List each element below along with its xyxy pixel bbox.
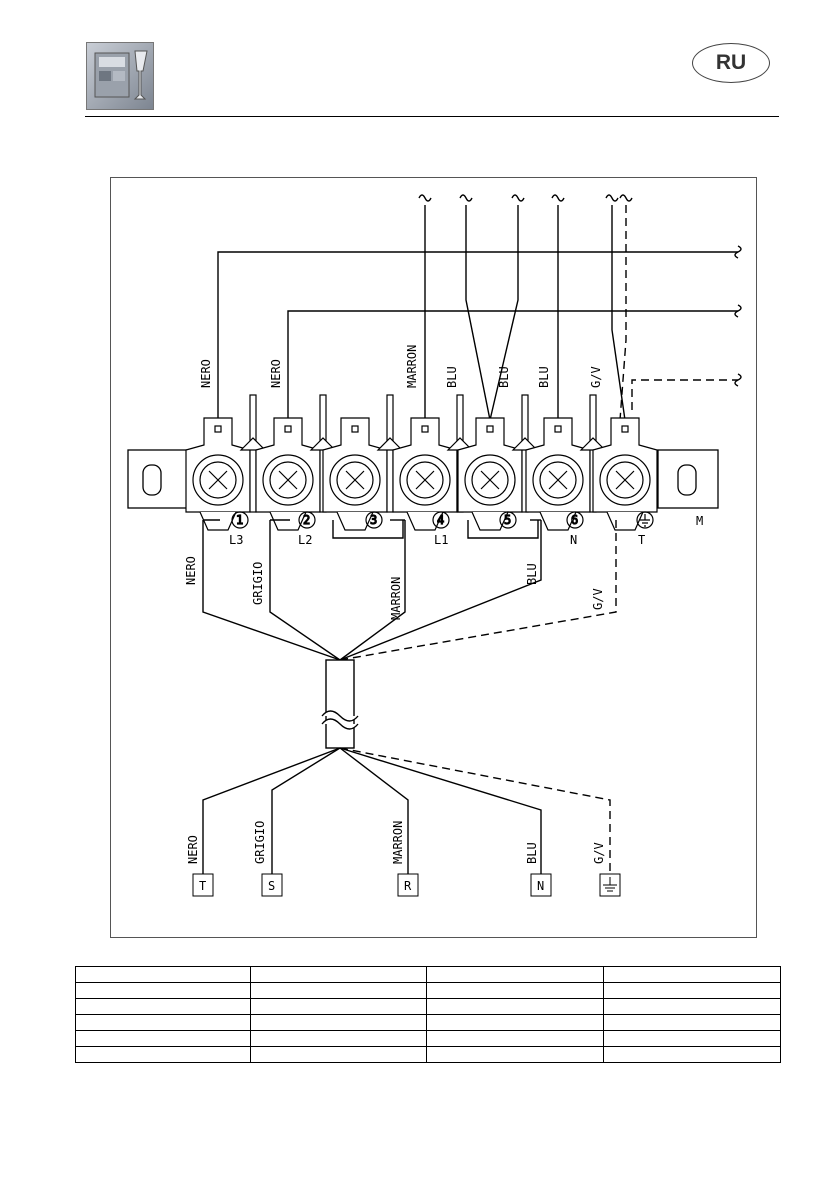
language-badge: RU [692,43,770,83]
terminal-4 [392,394,474,531]
table-cell [603,1030,781,1047]
table-cell [249,1030,428,1047]
terminal-number: 2 [303,513,310,527]
wire-gv-end [339,747,611,874]
upper-wire-label: G/V [589,366,603,388]
table-row [75,982,781,999]
wire-blu-top-a [465,205,491,421]
table-cell [426,1030,605,1047]
phase-label: N [570,533,577,547]
phase-label: L2 [298,533,312,547]
wire-nero-l2 [287,310,738,420]
ground-icon [636,511,654,529]
table-cell [426,1014,605,1031]
ground-icon [599,873,621,897]
table-cell [603,998,781,1015]
cable-end-label: G/V [592,842,606,864]
wire-blu-top-b [489,205,519,421]
terminal-5 [457,394,539,531]
table-cell [426,966,605,983]
cable-end-terminal: N [530,873,552,897]
upper-wire-label: BLU [445,366,459,388]
table-cell [603,966,781,983]
terminal-number: 6 [571,513,578,527]
lower-wire-label: MARRON [389,577,403,620]
table-cell [249,998,428,1015]
upper-wire-label: BLU [497,366,511,388]
terminal-7 [592,417,658,531]
cable-sheath [325,659,355,749]
wire-gv-lower [339,520,617,661]
wire-grigio-end [271,747,341,874]
block-label-m: M [696,514,703,528]
table-row [75,1030,781,1047]
table-cell [426,982,605,999]
table-cell [75,966,251,983]
table-cell [75,998,251,1015]
table-cell [75,982,251,999]
table-cell [249,966,428,983]
header-divider [85,116,779,117]
table-cell [426,998,605,1015]
wire-gv-top [611,205,626,421]
table-cell [249,982,428,999]
cable-end-label: GRIGIO [253,821,267,864]
table-row [75,1046,781,1063]
table-cell [426,1046,605,1063]
wire-nero-end [202,747,341,874]
table-cell [75,1046,251,1063]
wire-blu-end [339,747,542,874]
table-row [75,1014,781,1031]
table-row [75,966,781,983]
cable-end-terminal: R [397,873,419,897]
terminal-6 [525,394,607,531]
table-cell [75,1014,251,1031]
phase-label: T [638,533,645,547]
terminal-3 [322,394,404,531]
table-cell [249,1046,428,1063]
svg-text:R: R [404,879,412,893]
upper-wire-label: NERO [269,359,283,388]
wire-blu-lower [339,520,542,661]
cable-end-label: MARRON [391,821,405,864]
terminal-number: 3 [370,513,377,527]
wire-gv-top-dash [619,205,627,421]
diagram-frame [110,177,757,938]
phase-label: L3 [229,533,243,547]
phase-label: L1 [434,533,448,547]
wire-nero-lower [202,520,341,661]
table-row [75,998,781,1015]
terminal-number: 5 [504,513,511,527]
svg-text:T: T [199,879,206,893]
upper-wire-label: BLU [537,366,551,388]
table-cell [249,1014,428,1031]
wire-marron-end [339,747,409,874]
wire-marron-lower [339,520,406,661]
table-cell [75,1030,251,1047]
cable-end-label: BLU [525,842,539,864]
wire-nero-l3 [217,251,738,420]
terminal-1 [185,394,267,531]
terminal-number: 1 [236,513,243,527]
terminal-number: 4 [437,513,444,527]
svg-text:S: S [268,879,275,893]
table-cell [603,982,781,999]
wire-gv-ground-feed [631,379,738,410]
table-cell [603,1046,781,1063]
cable-end-terminal: T [192,873,214,897]
table-cell [603,1014,781,1031]
upper-wire-label: MARRON [405,345,419,388]
lower-wire-label: G/V [591,588,605,610]
upper-wire-label: NERO [199,359,213,388]
logo-icon [86,42,154,110]
cable-end-terminal: S [261,873,283,897]
lower-wire-label: BLU [525,563,539,585]
blank-table [75,966,781,1063]
lower-wire-label: GRIGIO [251,562,265,605]
cable-end-label: NERO [186,835,200,864]
lower-wire-label: NERO [184,556,198,585]
svg-text:N: N [537,879,544,893]
wire-grigio-lower [269,520,341,661]
